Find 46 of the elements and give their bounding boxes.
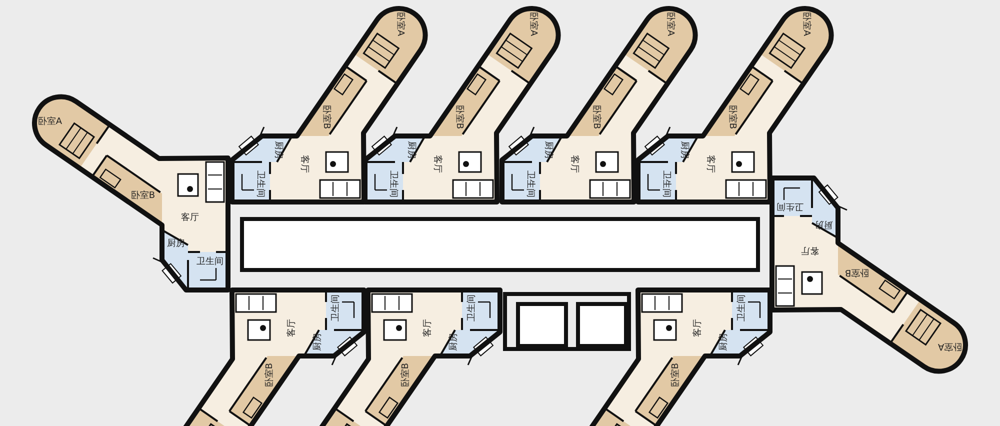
room-label: 厨房: [273, 141, 283, 159]
room-label: 客厅: [423, 319, 433, 337]
room-label: 卧室B: [727, 104, 737, 130]
room-label: 卧室B: [321, 104, 331, 130]
room-label: 卫生间: [737, 294, 747, 322]
inner-box: [576, 302, 628, 348]
room-label: 卧室A: [528, 12, 538, 36]
room-label: 卧室A: [38, 117, 62, 127]
room-label: 客厅: [569, 155, 579, 173]
room-label: 卧室A: [938, 341, 962, 351]
room-label: 卫生间: [255, 170, 265, 198]
room-label: 客厅: [705, 155, 715, 173]
room-label: 卧室A: [395, 12, 405, 36]
room-label: 卫生间: [661, 170, 671, 198]
room-label: 客厅: [287, 319, 297, 337]
room-label: 卧室B: [401, 362, 411, 388]
room-label: 卧室B: [130, 191, 156, 201]
outline-box: [503, 292, 631, 351]
room-label: 厨房: [167, 239, 185, 249]
room-label: 卫生间: [331, 294, 341, 322]
room-label: 客厅: [432, 155, 442, 173]
room-label: 客厅: [181, 213, 199, 223]
room-label: 卫生间: [776, 201, 804, 211]
room-label: 厨房: [449, 333, 459, 351]
room-label: 卧室A: [665, 12, 675, 36]
room-label: 卧室B: [671, 362, 681, 388]
room-label: 卧室B: [265, 362, 275, 388]
room-label: 卧室B: [454, 104, 464, 130]
room-label: 卫生间: [525, 170, 535, 198]
room-label: 卧室B: [844, 267, 870, 277]
room-label: 厨房: [815, 219, 833, 229]
room-label: 厨房: [313, 333, 323, 351]
inner-box: [516, 302, 568, 348]
room-label: 客厅: [693, 319, 703, 337]
room-label: 卫生间: [388, 170, 398, 198]
room-label: 厨房: [543, 141, 553, 159]
room-label: 厨房: [679, 141, 689, 159]
room-label: 卫生间: [196, 257, 224, 267]
room-label: 厨房: [406, 141, 416, 159]
room-label: 卫生间: [467, 294, 477, 322]
room-label: 卧室A: [801, 12, 811, 36]
room-label: 客厅: [299, 155, 309, 173]
room-label: 卧室B: [591, 104, 601, 130]
room-label: 厨房: [719, 333, 729, 351]
room-label: 客厅: [801, 245, 819, 255]
corridor-box: [240, 217, 760, 272]
